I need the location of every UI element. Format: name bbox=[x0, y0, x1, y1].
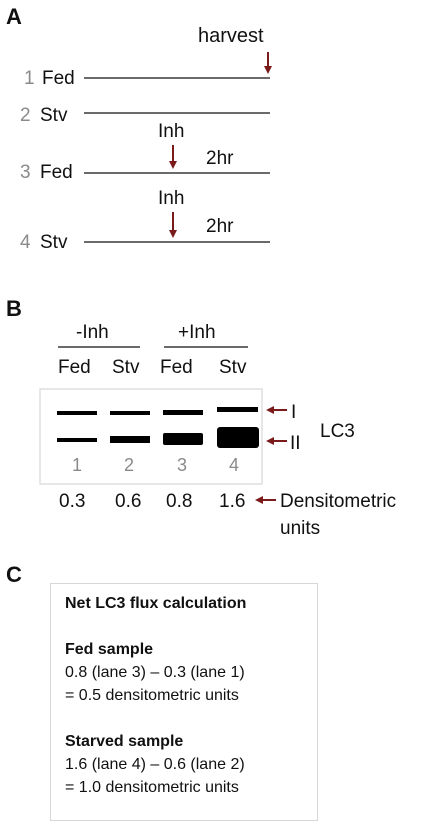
flux-calculation-box: Net LC3 flux calculation Fed sample 0.8 … bbox=[50, 583, 318, 821]
panel-a-letter: A bbox=[6, 4, 22, 29]
duration-label-4: 2hr bbox=[206, 216, 234, 237]
inhibitor-label-3: Inh bbox=[158, 121, 184, 142]
timeline-row-number-2: 2 bbox=[20, 105, 31, 126]
group-label-minus-inh: -Inh bbox=[76, 322, 109, 343]
fed-sample-equation: 0.8 (lane 3) – 0.3 (lane 1) bbox=[65, 664, 245, 681]
lane-label-1: Fed bbox=[58, 357, 91, 378]
starved-sample-result: = 1.0 densitometric units bbox=[65, 779, 239, 796]
band-lc3-ii-lane-2 bbox=[110, 436, 150, 443]
lane-label-2: Stv bbox=[112, 357, 140, 378]
band-ii-label: II bbox=[290, 433, 301, 454]
timeline-row-condition-3: Fed bbox=[40, 162, 73, 183]
band-lc3-i-lane-4 bbox=[217, 407, 258, 412]
timeline-row-number-4: 4 bbox=[20, 232, 31, 253]
band-lc3-i-lane-2 bbox=[110, 411, 150, 415]
fed-sample-result: = 0.5 densitometric units bbox=[65, 687, 239, 704]
lane-label-3: Fed bbox=[160, 357, 193, 378]
densitometric-value-2: 0.6 bbox=[115, 491, 141, 512]
starved-sample-heading: Starved sample bbox=[65, 733, 184, 750]
lane-number-2: 2 bbox=[124, 455, 134, 475]
lane-number-3: 3 bbox=[177, 455, 187, 475]
band-lc3-i-lane-1 bbox=[57, 411, 97, 415]
group-label-plus-inh: +Inh bbox=[178, 322, 216, 343]
timeline-row-number-1: 1 bbox=[24, 68, 35, 89]
densitometric-value-1: 0.3 bbox=[59, 491, 85, 512]
lane-number-4: 4 bbox=[229, 455, 239, 475]
band-lc3-i-lane-3 bbox=[163, 410, 203, 415]
fed-sample-heading: Fed sample bbox=[65, 641, 154, 658]
band-lc3-ii-lane-3 bbox=[163, 433, 203, 445]
densitometric-label-line-1: Densitometric bbox=[280, 491, 396, 512]
timeline-row-condition-2: Stv bbox=[40, 105, 68, 126]
band-i-label: I bbox=[291, 402, 296, 423]
spacer bbox=[65, 707, 303, 730]
densitometric-value-4: 1.6 bbox=[219, 491, 245, 512]
duration-label-3: 2hr bbox=[206, 148, 234, 169]
densitometric-label-line-2: units bbox=[280, 518, 320, 539]
starved-sample-equation: 1.6 (lane 4) – 0.6 (lane 2) bbox=[65, 756, 245, 773]
panel-c-letter: C bbox=[6, 562, 22, 587]
band-lc3-ii-lane-4 bbox=[217, 427, 259, 448]
panel-b-letter: B bbox=[6, 296, 22, 321]
calc-title: Net LC3 flux calculation bbox=[65, 595, 247, 612]
band-lc3-ii-lane-1 bbox=[57, 438, 97, 442]
densitometric-value-3: 0.8 bbox=[166, 491, 192, 512]
timeline-row-condition-1: Fed bbox=[42, 68, 75, 89]
spacer bbox=[65, 615, 303, 638]
timeline-row-condition-4: Stv bbox=[40, 232, 68, 253]
lane-label-4: Stv bbox=[219, 357, 247, 378]
protein-label: LC3 bbox=[320, 421, 355, 442]
lane-number-1: 1 bbox=[72, 455, 82, 475]
timeline-row-number-3: 3 bbox=[20, 162, 31, 183]
harvest-label: harvest bbox=[198, 25, 264, 47]
inhibitor-label-4: Inh bbox=[158, 188, 184, 209]
